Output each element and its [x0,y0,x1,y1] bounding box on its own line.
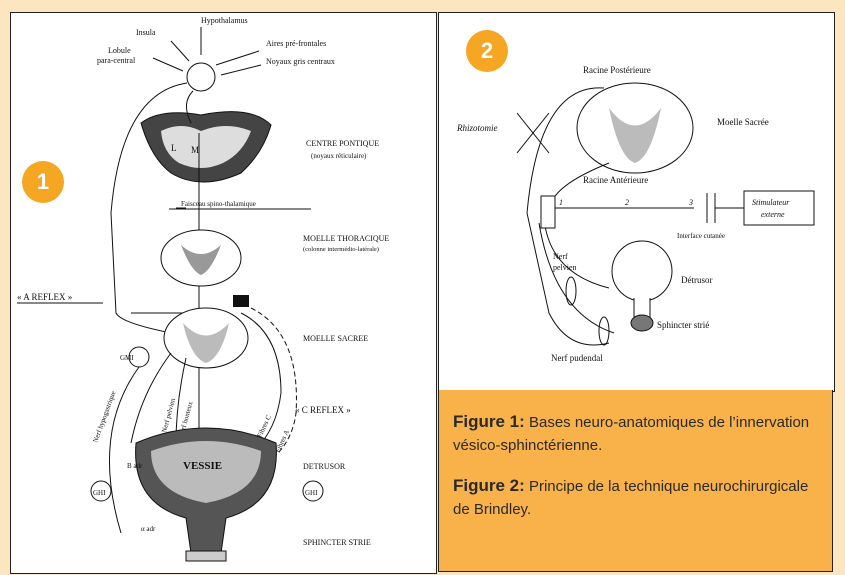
roots [526,87,744,346]
detrusor-shape [611,240,673,302]
label-nerf-pudendal: Nerf pudendal [551,353,603,363]
caption-box: Figure 1: Bases neuro-anatomiques de l’i… [438,390,833,572]
label-externe: externe [761,210,785,219]
label-moelle-sacree: MOELLE SACREE [303,334,368,343]
label-racine-post: Racine Postérieure [583,65,651,75]
sphincter-shape [185,550,227,562]
pudendal-nerve-ring [598,316,610,346]
label-l: L [171,143,177,153]
label-n2: 2 [625,198,629,207]
label-n1: 1 [559,198,563,207]
figure-2-badge: 2 [466,30,508,72]
label-ghi-right: GHI [305,489,318,497]
label-interface: Interface cutanée [677,232,725,240]
label-moelle-thoracique-sub: (colonne intermédio-latérale) [303,246,379,253]
input-arrows [152,27,262,76]
label-nerf-pelvien: Nerf pelvien [160,397,177,434]
brain-node [186,62,216,92]
caption-figure-1-text: Bases neuro-anatomiques de l’innervation… [453,414,810,454]
label-sphincter: SPHINCTER STRIE [303,538,371,547]
label-nerf-hypogastrique: Nerf hypogastrique [91,390,117,444]
label-detrusor-2: Détrusor [681,275,713,285]
tracts [110,82,311,453]
caption-figure-2-label: Figure 2: [453,476,525,496]
label-hypothalamus: Hypothalamus [201,16,248,25]
thoracic-gray-matter [181,245,221,275]
label-m: M [191,145,199,155]
rhizotomie-cross [516,112,550,154]
figure-2-panel: 2 Racine Postérieure Moelle Sacrée Rhizo… [438,12,835,392]
ghi-right-ganglion [302,480,324,502]
caption-figure-1-label: Figure 1: [453,412,525,431]
dorsal-ganglion [233,295,249,307]
bladder-lumen [151,441,261,503]
label-b: B adr [127,462,143,470]
figure-2-diagram: Racine Postérieure Moelle Sacrée Rhizoto… [456,65,815,363]
label-a: α adr [141,525,156,533]
sacral-gray-2 [609,108,661,163]
label-sphincter-2: Sphincter strié [657,320,709,330]
label-centre-pontique: CENTRE PONTIQUE [306,139,379,148]
label-stimulateur: Stimulateur [752,198,790,207]
label-racine-ant: Racine Antérieure [583,175,648,185]
label-detrusor: DETRUSOR [303,462,346,471]
stimulator-box [743,190,815,226]
label-faisceau: Faisceau spino-thalamique [181,200,256,208]
label-rhizotomie: Rhizotomie [456,123,498,133]
label-pelvien: pelvien [553,263,577,272]
label-c-reflex: « C REFLEX » [295,405,351,415]
label-moelle-thoracique: MOELLE THORACIQUE [303,234,389,243]
caption-figure-2: Figure 2: Principe de la technique neuro… [453,474,818,520]
label-n3: 3 [688,198,693,207]
electrode [540,195,556,229]
label-ghi-left: GHI [93,489,106,497]
sphincter-shape-2 [630,314,654,332]
figure-1-panel: 1 Hypothalamus Insula Lobule para-centra… [10,12,437,574]
label-insula: Insula [136,28,156,37]
label-lobule: Lobule [108,46,131,55]
label-vessie: VESSIE [183,460,222,472]
figure-1-diagram: Hypothalamus Insula Lobule para-central … [17,16,389,562]
label-noyaux: Noyaux gris centraux [266,57,335,66]
label-nerf: Nerf [553,252,568,261]
label-aires: Aires pré-frontales [266,39,326,48]
figure-1-badge: 1 [22,161,64,203]
sacral-gray-matter [183,323,229,363]
caption-figure-2-text: Principe de la technique neurochirurgica… [453,478,809,519]
label-centre-pontique-sub: (noyaux réticulaire) [311,152,367,160]
pelvic-nerve-ring [565,276,577,306]
ghi-left-ganglion [90,480,112,502]
label-para-central: para-central [97,56,136,65]
pons-inner [161,126,251,168]
label-moelle-sacree-2: Moelle Sacrée [717,117,769,127]
label-fibres-c: Fibres C [256,413,273,438]
caption-figure-1: Figure 1: Bases neuro-anatomiques de l’i… [453,410,818,456]
label-gm: GMI [120,354,134,362]
label-a-reflex: « A REFLEX » [17,292,72,302]
